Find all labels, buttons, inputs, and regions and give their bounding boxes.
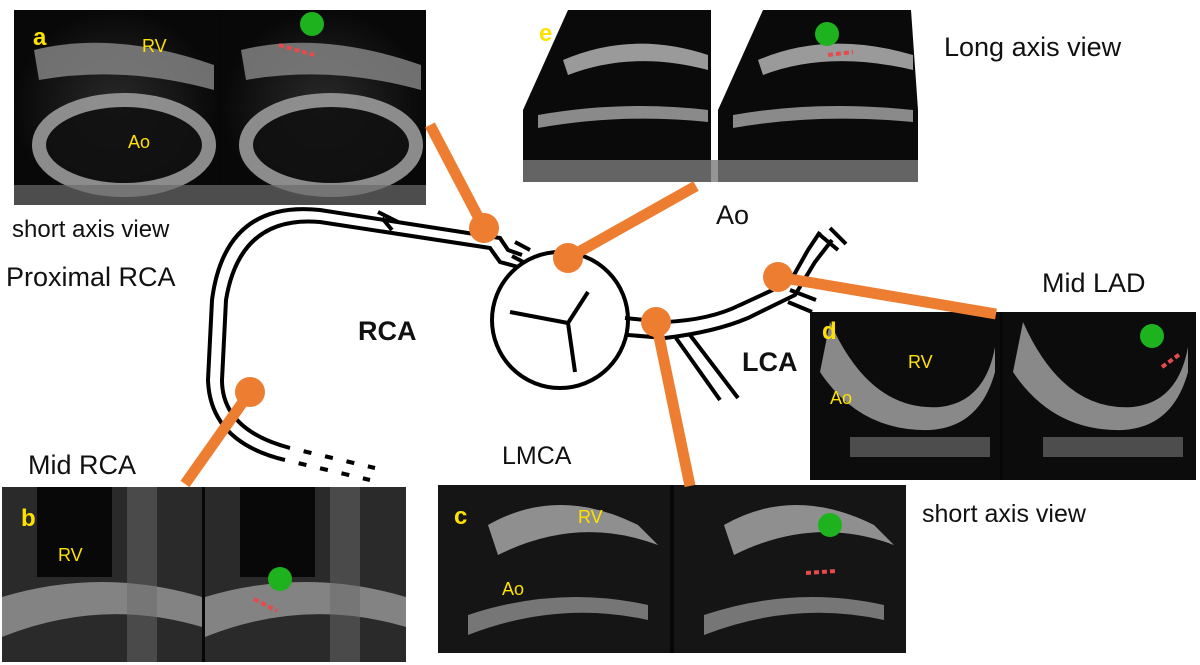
ultrasound-panel-a: a RV Ao	[14, 10, 426, 205]
aortic-valve-commissures	[509, 290, 590, 373]
pointer-line-a	[425, 122, 489, 231]
green-marker-b	[268, 567, 292, 591]
rca-vessel-inner	[205, 207, 523, 482]
ultrasound-panel-d: d RV Ao	[810, 312, 1196, 480]
ultrasound-image-b	[2, 487, 406, 662]
ultrasound-image-d	[810, 312, 1196, 480]
lcx-branch	[674, 333, 740, 402]
pointer-dot-lmca	[641, 307, 671, 337]
pointer-dot-proximal-rca	[469, 213, 499, 243]
caption-ao: Ao	[716, 200, 750, 230]
pointer-dot-mid-lad	[763, 262, 793, 292]
pointer-dot-mid-rca	[235, 377, 265, 407]
label-rv-b: RV	[58, 545, 83, 565]
lca-vessel-lower	[627, 238, 834, 341]
ultrasound-panel-c: c RV Ao	[438, 485, 906, 653]
pointer-line-e	[565, 181, 699, 263]
panel-letter-b: b	[21, 505, 36, 532]
green-marker-c	[818, 513, 842, 537]
rca-distal-dashed-inner	[284, 457, 371, 483]
caption-lca: LCA	[742, 347, 798, 377]
lca-branch-stubs	[787, 226, 848, 314]
ultrasound-image-a	[14, 10, 426, 205]
caption-rca: RCA	[358, 316, 417, 346]
pointer-dot-ao	[553, 243, 583, 273]
label-rv-a: RV	[142, 36, 167, 56]
label-ao-a: Ao	[128, 132, 151, 152]
green-marker-e	[815, 22, 839, 46]
pointer-line-c	[650, 320, 696, 488]
ultrasound-image-c	[438, 485, 906, 653]
caption-mid-lad: Mid LAD	[1042, 268, 1146, 298]
caption-long-axis: Long axis view	[944, 32, 1122, 62]
panel-letter-c: c	[454, 503, 468, 530]
green-marker-d	[1140, 324, 1164, 348]
panel-letter-a: a	[33, 24, 47, 51]
label-ao-d: Ao	[830, 388, 853, 408]
caption-short-axis-top: short axis view	[12, 216, 170, 243]
ultrasound-panel-e: e	[523, 10, 918, 182]
label-ao-c: Ao	[502, 579, 525, 599]
caption-proximal-rca: Proximal RCA	[6, 262, 176, 292]
label-rv-d: RV	[908, 352, 933, 372]
pointer-line-d	[777, 271, 997, 320]
rca-vessel-outer	[219, 219, 523, 470]
ultrasound-image-e	[523, 10, 918, 182]
caption-lmca: LMCA	[502, 442, 572, 470]
label-rv-c: RV	[578, 507, 603, 527]
ultrasound-panel-b: b RV	[2, 487, 406, 662]
caption-short-axis-right: short axis view	[922, 500, 1086, 528]
rca-distal-dashed	[289, 445, 376, 471]
green-marker-a	[300, 12, 324, 36]
rca-branch-stub	[377, 210, 399, 232]
panel-letter-d: d	[822, 318, 837, 345]
pointer-line-b	[180, 388, 255, 488]
caption-mid-rca: Mid RCA	[28, 450, 137, 480]
panel-letter-e: e	[539, 20, 553, 47]
